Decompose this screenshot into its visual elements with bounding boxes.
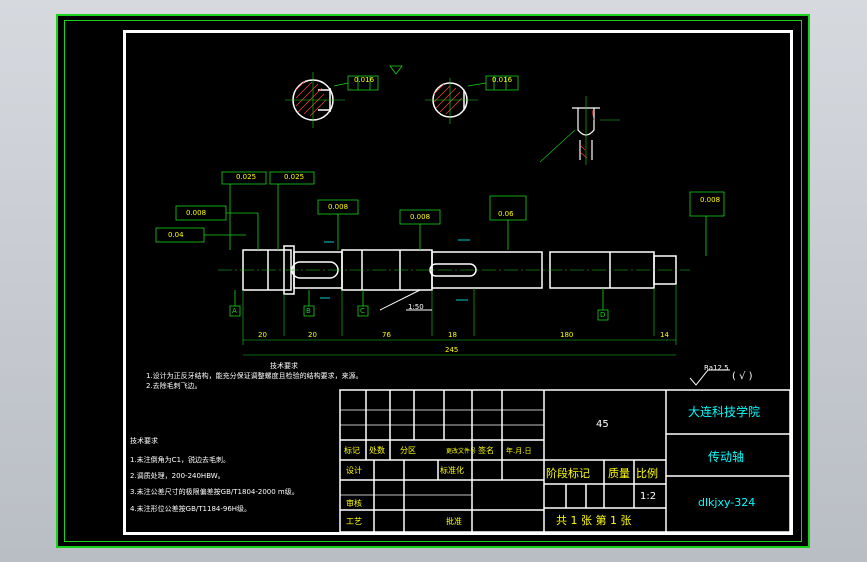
tol-frame-3: 0.025 <box>236 173 257 181</box>
dim-seg1: 20 <box>258 331 267 339</box>
dim-seg6: 14 <box>660 331 669 339</box>
tech-notes-top-line-1: 1.设计为正反牙结构，能充分保证调整螺度且检验的结构要求，来源。 <box>146 372 363 380</box>
tol-frame-2: 0.016 <box>492 76 513 84</box>
tol-frame-6: 0.008 <box>328 203 349 211</box>
tol-frame-5: 0.008 <box>186 209 207 217</box>
dim-slope: 1:50 <box>408 303 424 311</box>
hdr-weight: 质量 <box>608 467 630 480</box>
tech-notes-bottom-line-3: 3.未注公差尺寸的极限偏差按GB/T1804-2000 m级。 <box>130 488 299 496</box>
tol-frame-8: 0.04 <box>168 231 184 239</box>
datum-c: C <box>360 307 365 315</box>
drawing-number: dlkjxy-324 <box>698 496 756 509</box>
dim-overall: 245 <box>445 346 459 354</box>
tol-frame-4: 0.025 <box>284 173 305 181</box>
tol-frame-10: 0.008 <box>700 196 721 204</box>
hdr-count: 处数 <box>369 446 385 455</box>
tech-notes-bottom-heading: 技术要求 <box>130 437 158 445</box>
dim-seg2: 20 <box>308 331 317 339</box>
tol-frame-7: 0.06 <box>498 210 514 218</box>
hdr-ratio: 比例 <box>636 467 658 480</box>
hdr-mark: 标记 <box>344 446 360 455</box>
school-name: 大连科技学院 <box>688 405 761 419</box>
hdr-process: 工艺 <box>346 517 362 526</box>
hdr-signature: 签名 <box>478 446 494 455</box>
tech-notes-bottom-line-2: 2.调质处理，200-240HBW。 <box>130 472 225 480</box>
hdr-standardize: 标准化 <box>440 466 464 475</box>
datum-b: B <box>306 307 311 315</box>
hdr-review: 审核 <box>346 499 362 508</box>
datum-d: D <box>600 311 606 319</box>
hdr-design: 设计 <box>346 466 362 475</box>
hdr-zone: 分区 <box>400 446 416 455</box>
hdr-change-doc: 更改文件号 <box>446 448 477 455</box>
dim-seg5: 180 <box>560 331 574 339</box>
title-block <box>339 389 791 533</box>
tol-frame-1: 0.016 <box>354 76 375 84</box>
hdr-date: 年.月.日 <box>506 447 532 455</box>
dim-seg4: 18 <box>448 331 457 339</box>
tech-notes-top-heading: 技术要求 <box>270 362 298 370</box>
tol-frame-9: 0.008 <box>410 213 431 221</box>
roughness-paren: ( √ ) <box>732 371 753 382</box>
part-name: 传动轴 <box>708 450 745 464</box>
material-value: 45 <box>596 419 609 430</box>
drawing-border-inner <box>123 30 793 535</box>
roughness-value: Ra12.5 <box>704 364 729 372</box>
sheet-info: 共 1 张 第 1 张 <box>556 514 632 527</box>
dim-seg3: 76 <box>382 331 391 339</box>
hdr-stage-mark: 阶段标记 <box>546 467 590 480</box>
datum-a: A <box>232 307 237 315</box>
scale-value: 1:2 <box>640 491 657 502</box>
tech-notes-bottom-line-1: 1.未注倒角为C1，锐边去毛刺。 <box>130 456 231 464</box>
drawing-border-outer <box>64 20 802 542</box>
tech-notes-top-line-2: 2.去除毛刺飞边。 <box>146 382 202 390</box>
hdr-approve: 批准 <box>446 517 462 526</box>
tech-notes-bottom-line-4: 4.未注形位公差按GB/T1184-96H级。 <box>130 505 252 513</box>
